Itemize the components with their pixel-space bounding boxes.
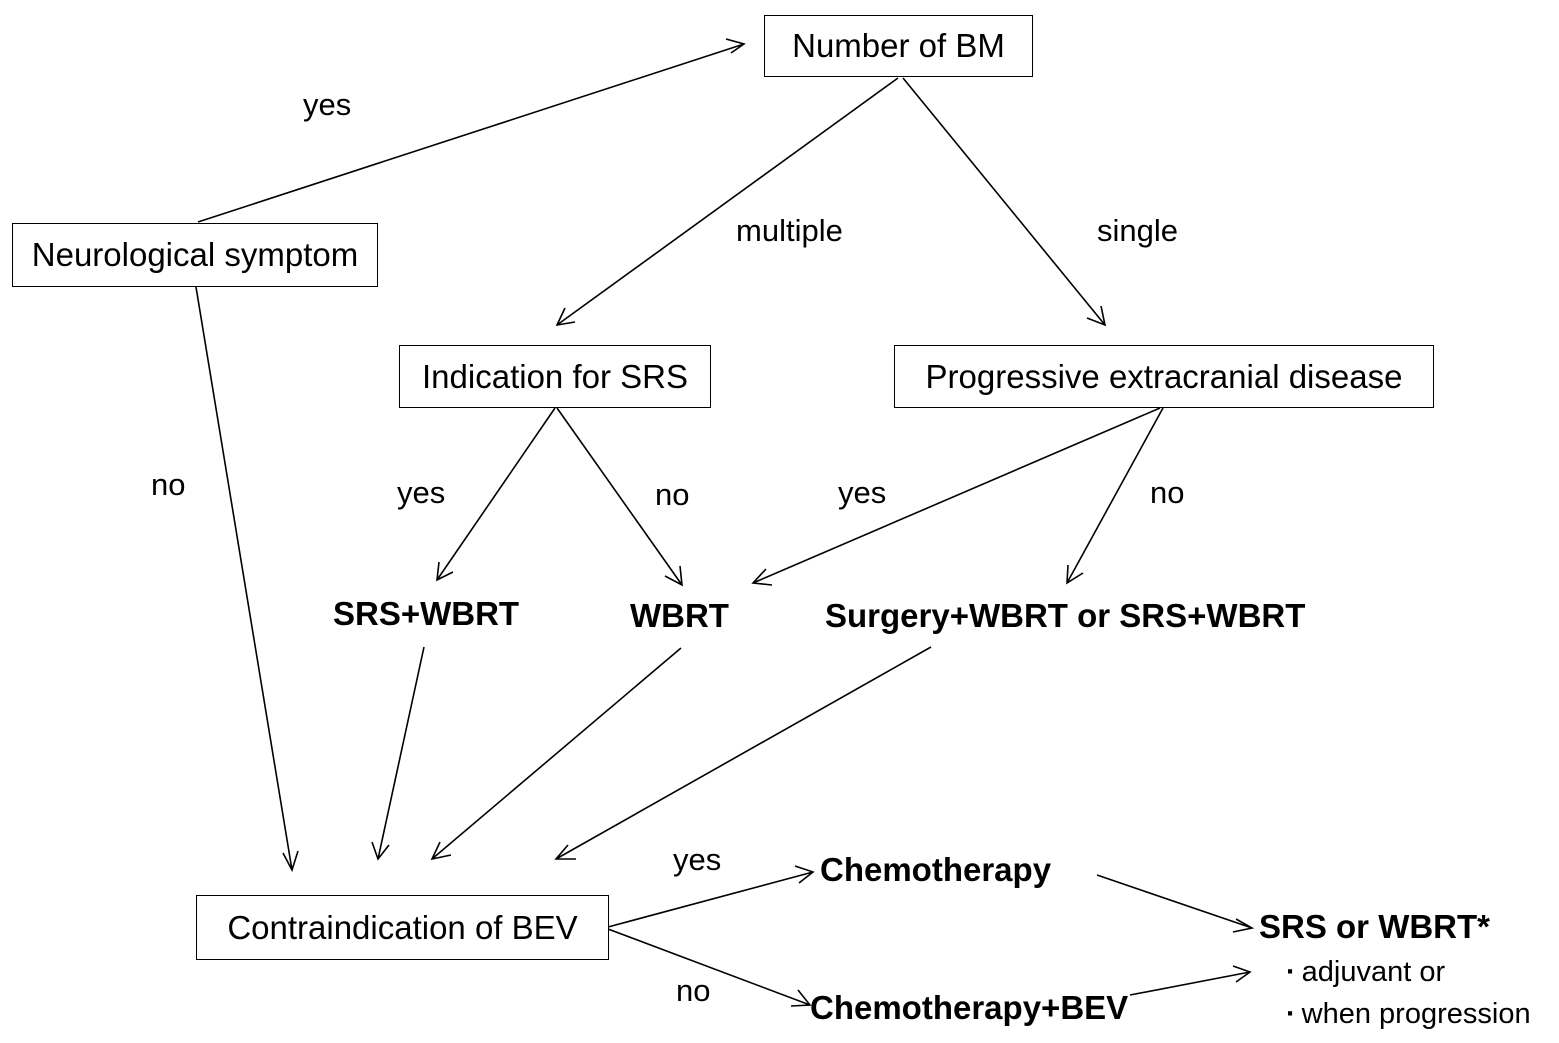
edge-neuro-to-number — [197, 38, 746, 223]
note-adjuvant-text: adjuvant or — [1301, 956, 1446, 988]
label-neuro-no: no — [151, 467, 186, 502]
edge-indication-to-wbrt — [556, 407, 683, 587]
label-multiple: multiple — [736, 213, 843, 248]
bullet-icon: · — [1286, 956, 1296, 988]
edge-indication-to-srswbrt — [436, 407, 556, 582]
note-when-progression: ·when progression — [1286, 998, 1531, 1031]
edge-number-to-progressive — [902, 77, 1107, 327]
note-when-progression-text: when progression — [1301, 998, 1531, 1030]
edge-wbrt-to-contraindication — [430, 647, 682, 861]
chemotherapy-node: Chemotherapy — [820, 851, 1052, 888]
contraindication-bev-label: Contraindication of BEV — [227, 908, 578, 946]
srs-or-wbrt-node: SRS or WBRT* — [1259, 908, 1490, 945]
progressive-extracranial-box: Progressive extracranial disease — [894, 345, 1434, 408]
edge-contraindication-to-chemotherapy — [607, 865, 815, 928]
edge-progressive-to-surgery — [1066, 407, 1164, 585]
edge-chemobev-to-srswbrt — [1129, 965, 1252, 996]
label-neuro-yes: yes — [303, 87, 352, 122]
indication-for-srs-label: Indication for SRS — [422, 357, 688, 395]
neurological-symptom-label: Neurological symptom — [31, 236, 359, 273]
wbrt-node: WBRT — [630, 597, 729, 634]
progressive-extracranial-label: Progressive extracranial disease — [925, 357, 1403, 395]
label-srs-no: no — [655, 477, 690, 512]
label-bev-no: no — [676, 973, 711, 1008]
label-single: single — [1097, 213, 1178, 248]
edge-contraindication-to-chemobev — [607, 928, 812, 1007]
edge-progressive-to-wbrt — [751, 407, 1161, 586]
label-prog-yes: yes — [838, 475, 887, 510]
edge-number-to-indication — [555, 77, 899, 327]
edge-surgery-to-contraindication — [554, 646, 932, 860]
srs-wbrt-node: SRS+WBRT — [333, 595, 520, 632]
number-of-bm-box: Number of BM — [764, 15, 1033, 77]
neurological-symptom-box: Neurological symptom — [12, 223, 378, 287]
chemotherapy-bev-node: Chemotherapy+BEV — [810, 989, 1129, 1026]
bullet-icon: · — [1286, 998, 1296, 1030]
number-of-bm-label: Number of BM — [792, 27, 1005, 64]
edge-srswbrt-to-contraindication — [371, 646, 425, 861]
label-srs-yes: yes — [397, 475, 446, 510]
edge-chemotherapy-to-srswbrt — [1096, 874, 1255, 933]
edge-neuro-to-contraindication — [195, 286, 299, 873]
label-bev-yes: yes — [673, 842, 722, 877]
note-adjuvant: ·adjuvant or — [1286, 956, 1445, 989]
contraindication-bev-box: Contraindication of BEV — [196, 895, 609, 960]
indication-for-srs-box: Indication for SRS — [399, 345, 711, 408]
surgery-or-srs-node: Surgery+WBRT or SRS+WBRT — [825, 597, 1306, 634]
label-prog-no: no — [1150, 475, 1185, 510]
